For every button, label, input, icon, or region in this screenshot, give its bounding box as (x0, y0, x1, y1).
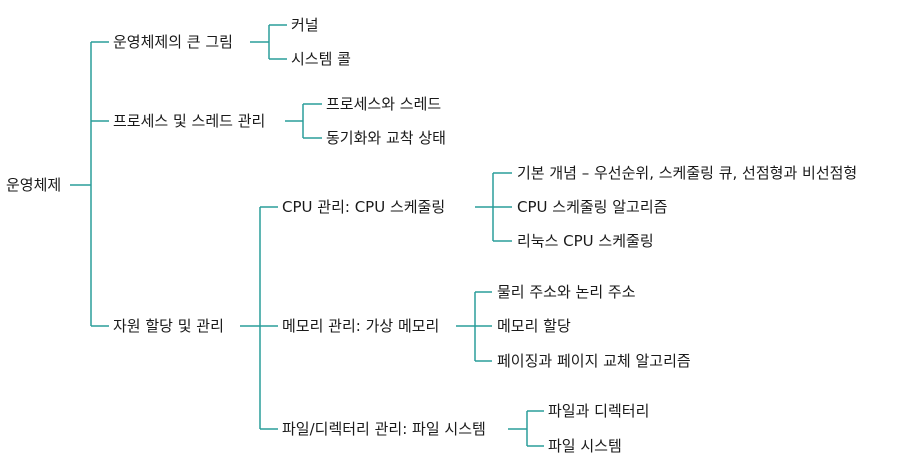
leaf-cpu-scheduling-algorithms: CPU 스케줄링 알고리즘 (517, 198, 668, 216)
leaf-process-and-thread: 프로세스와 스레드 (326, 95, 442, 113)
leaf-linux-cpu-scheduling: 리눅스 CPU 스케줄링 (517, 232, 654, 250)
leaf-memory-allocation: 메모리 할당 (497, 317, 571, 335)
branch-virtual-memory: 메모리 관리: 가상 메모리 (282, 317, 440, 335)
branch-process-thread: 프로세스 및 스레드 관리 (113, 112, 266, 130)
leaf-physical-logical-address: 물리 주소와 논리 주소 (497, 283, 636, 301)
leaf-kernel: 커널 (291, 16, 319, 34)
leaf-sync-deadlock: 동기화와 교착 상태 (326, 129, 446, 147)
branch-cpu-scheduling: CPU 관리: CPU 스케줄링 (282, 198, 446, 216)
leaf-file-and-directory: 파일과 디렉터리 (548, 402, 650, 420)
root-node: 운영체제 (6, 176, 62, 194)
leaf-system-call: 시스템 콜 (291, 50, 351, 68)
leaf-basic-concepts: 기본 개념 – 우선순위, 스케줄링 큐, 선점형과 비선점형 (517, 164, 858, 182)
leaf-paging-replacement: 페이징과 페이지 교체 알고리즘 (497, 352, 691, 370)
leaf-file-system: 파일 시스템 (548, 437, 622, 455)
branch-file-system: 파일/디렉터리 관리: 파일 시스템 (282, 420, 486, 438)
branch-resource-management: 자원 할당 및 관리 (113, 317, 224, 335)
branch-os-overview: 운영체제의 큰 그림 (113, 33, 233, 51)
